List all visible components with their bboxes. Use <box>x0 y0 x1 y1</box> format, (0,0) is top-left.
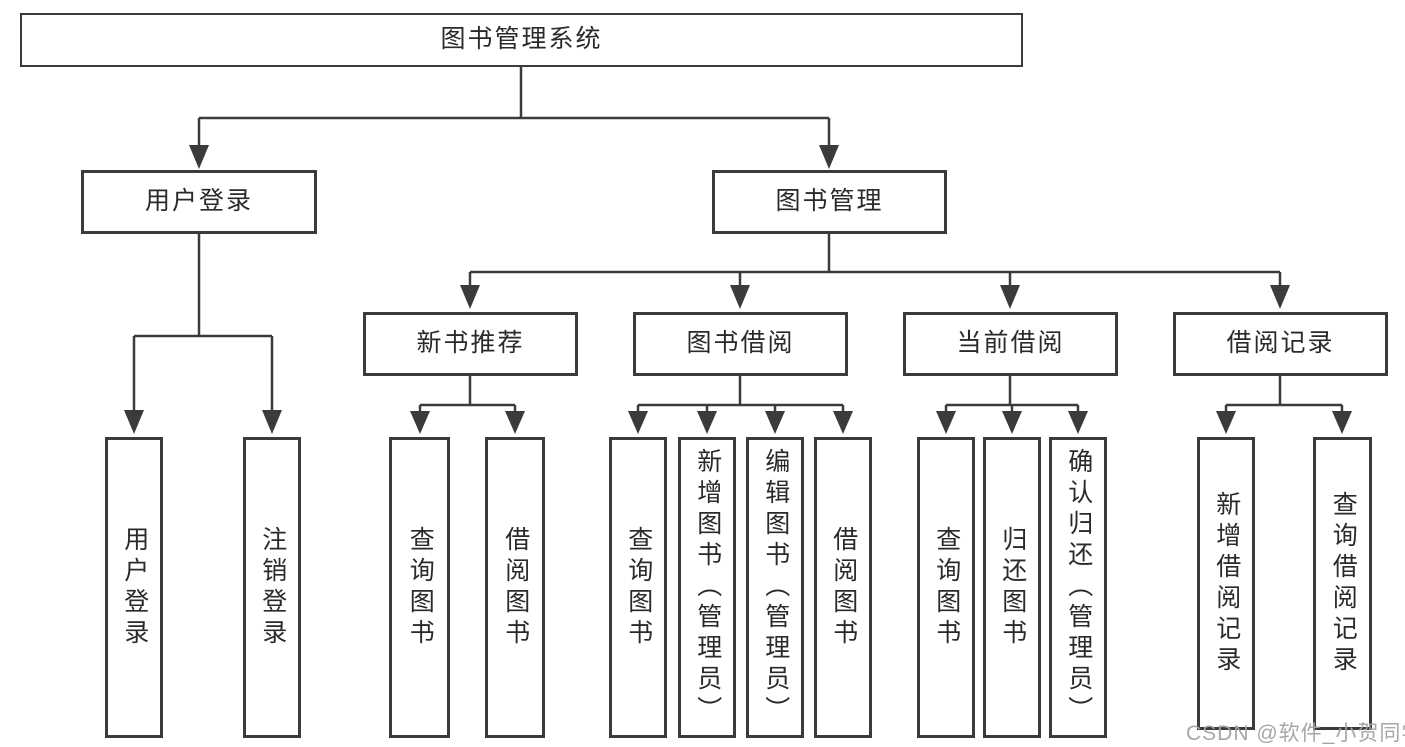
leaf-query-books-borrowing: 查询图书 <box>609 437 667 738</box>
node-new-book-recommendation: 新书推荐 <box>363 312 578 376</box>
node-current-borrowing: 当前借阅 <box>903 312 1118 376</box>
node-user-login: 用户登录 <box>81 170 317 234</box>
leaf-user-login: 用户登录 <box>105 437 163 738</box>
tree-edges <box>132 67 1344 411</box>
watermark-text: CSDN @软件_小贺同学 <box>1186 722 1405 745</box>
leaf-query-borrow-record: 查询借阅记录 <box>1313 437 1372 730</box>
arrowhead-icons <box>124 145 1352 434</box>
leaf-add-borrow-record: 新增借阅记录 <box>1197 437 1255 730</box>
leaf-borrow-books-borrowing: 借阅图书 <box>814 437 872 738</box>
node-library-management-system: 图书管理系统 <box>20 13 1023 67</box>
node-book-management: 图书管理 <box>712 170 947 234</box>
leaf-query-books-recommend: 查询图书 <box>389 437 450 738</box>
leaf-confirm-return-admin: 确认归还（管理员） <box>1049 437 1107 738</box>
leaf-edit-book-admin: 编辑图书（管理员） <box>746 437 804 738</box>
leaf-borrow-books-recommend: 借阅图书 <box>485 437 545 738</box>
leaf-query-books-current: 查询图书 <box>917 437 975 738</box>
node-book-borrowing: 图书借阅 <box>633 312 848 376</box>
node-borrowing-records: 借阅记录 <box>1173 312 1388 376</box>
leaf-add-book-admin: 新增图书（管理员） <box>678 437 736 738</box>
leaf-return-books: 归还图书 <box>983 437 1041 738</box>
leaf-logout-login: 注销登录 <box>243 437 301 738</box>
